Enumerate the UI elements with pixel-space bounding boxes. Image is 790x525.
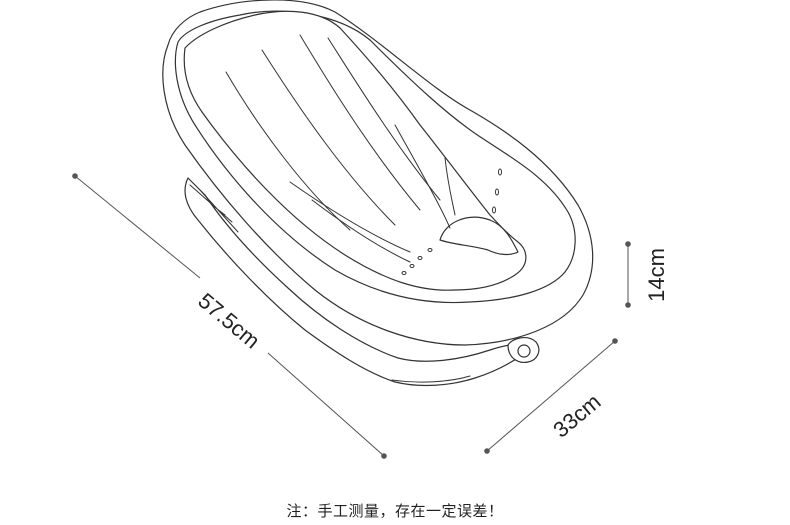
tub-headrest [439,216,519,256]
tub-seat-surface [183,10,527,291]
length-line-lower [267,352,385,457]
length-endpoint-end [381,453,387,459]
height-endpoint-bottom [625,302,631,308]
width-line [486,340,616,452]
seat-ribs [225,34,456,263]
width-endpoint-start [484,448,490,454]
height-label: 14cm [644,248,669,302]
height-endpoint-top [625,241,631,247]
baby-bath-tub-illustration [162,0,594,387]
hanging-hook-hole [517,344,531,358]
width-endpoint-end [612,338,618,344]
width-label: 33cm [548,389,605,443]
height-dimension: 14cm [625,241,669,308]
length-line-upper [74,175,201,279]
length-label: 57.5cm [193,288,264,354]
tub-base-stand [184,177,536,387]
drainage-holes [401,168,502,275]
length-endpoint-start [72,173,78,179]
measurement-note: 注：手工测量，存在一定误差！ [286,502,504,520]
tub-base-strut [189,184,239,233]
tub-base-edge [391,375,471,383]
